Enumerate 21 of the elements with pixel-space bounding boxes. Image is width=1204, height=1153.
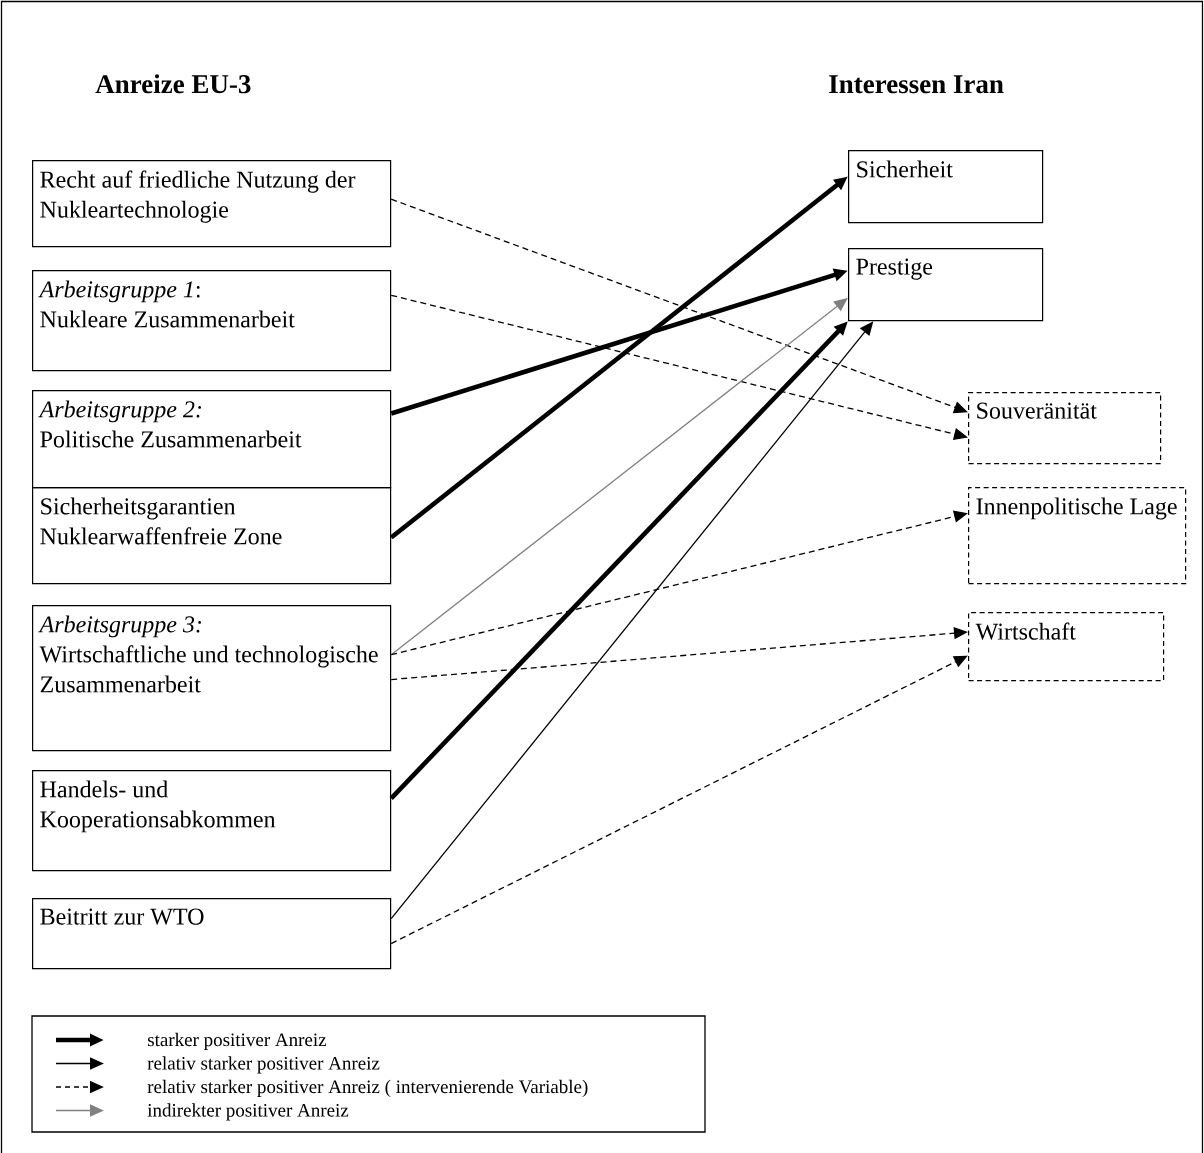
text-box: Arbeitsgruppe 2: Politische Zusammenarbeit bbox=[32, 389, 392, 489]
text-box: Sicherheitsgarantien Nuklearwaffenfreie Zone bbox=[32, 486, 392, 585]
legend-text: relativ starker positiver Anreiz ( intervenierende Variable) bbox=[147, 1079, 588, 1098]
text-box: Sicherheit bbox=[848, 150, 1044, 224]
text-box: Arbeitsgruppe 1: Nukleare Zusammenarbeit bbox=[32, 269, 392, 372]
legend-text: indirekter positiver Anreiz bbox=[147, 1103, 349, 1121]
text-box: Beitritt zur WTO bbox=[32, 898, 392, 970]
arrow bbox=[390, 655, 968, 945]
legend-text: relativ starker positiver Anreiz bbox=[147, 1056, 380, 1074]
arrow bbox=[390, 510, 968, 656]
arrow bbox=[390, 198, 968, 414]
column-heading: Anreize EU-3 bbox=[95, 74, 251, 94]
text-box: Innenpolitische Lage bbox=[968, 486, 1187, 585]
column-heading: Interessen Iran bbox=[829, 75, 1004, 94]
text-box: Prestige bbox=[848, 248, 1044, 322]
text-box: Wirtschaft bbox=[968, 612, 1165, 682]
text-box: Recht auf friedliche Nutzung der Nukleartechnologie bbox=[32, 160, 392, 248]
text-box: Souveränität bbox=[968, 391, 1162, 465]
text-box: Arbeitsgruppe 3: Wirtschaftliche und technologische Zusammenarbeit bbox=[32, 605, 392, 752]
text-box: Handels- und Kooperationsabkommen bbox=[32, 770, 392, 872]
legend-text: starker positiver Anreiz bbox=[148, 1032, 327, 1051]
